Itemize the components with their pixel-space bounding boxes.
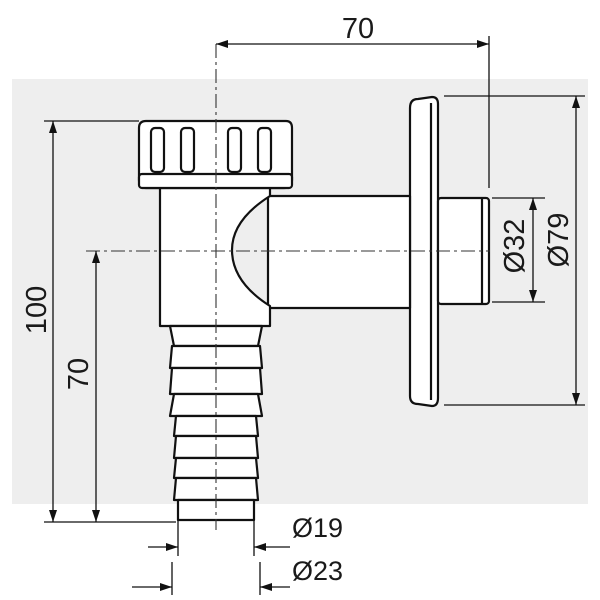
pipe-diameter-label: Ø32	[499, 219, 531, 274]
flange-diameter-label: Ø79	[543, 213, 575, 268]
hose-inner-diameter-label: Ø19	[292, 513, 343, 543]
axis-height-label: 70	[63, 358, 95, 390]
dimension-hose-outer: Ø23	[132, 556, 343, 595]
dimension-top-width: 70	[216, 13, 490, 188]
hose-outer-diameter-label: Ø23	[292, 556, 343, 586]
hose-barb	[168, 324, 264, 522]
total-height-label: 100	[21, 286, 53, 334]
pipe-body	[266, 194, 412, 310]
top-width-label: 70	[342, 13, 374, 45]
dimension-axis-height: 70	[63, 251, 100, 522]
dimension-flange-diameter: Ø79	[444, 95, 585, 406]
dimension-hose-inner: Ø19	[148, 513, 343, 556]
dimension-total-height: 100	[21, 120, 176, 523]
valve-body	[158, 185, 272, 328]
fitting-drawing	[86, 44, 491, 530]
dimension-pipe-diameter: Ø32	[492, 197, 545, 303]
